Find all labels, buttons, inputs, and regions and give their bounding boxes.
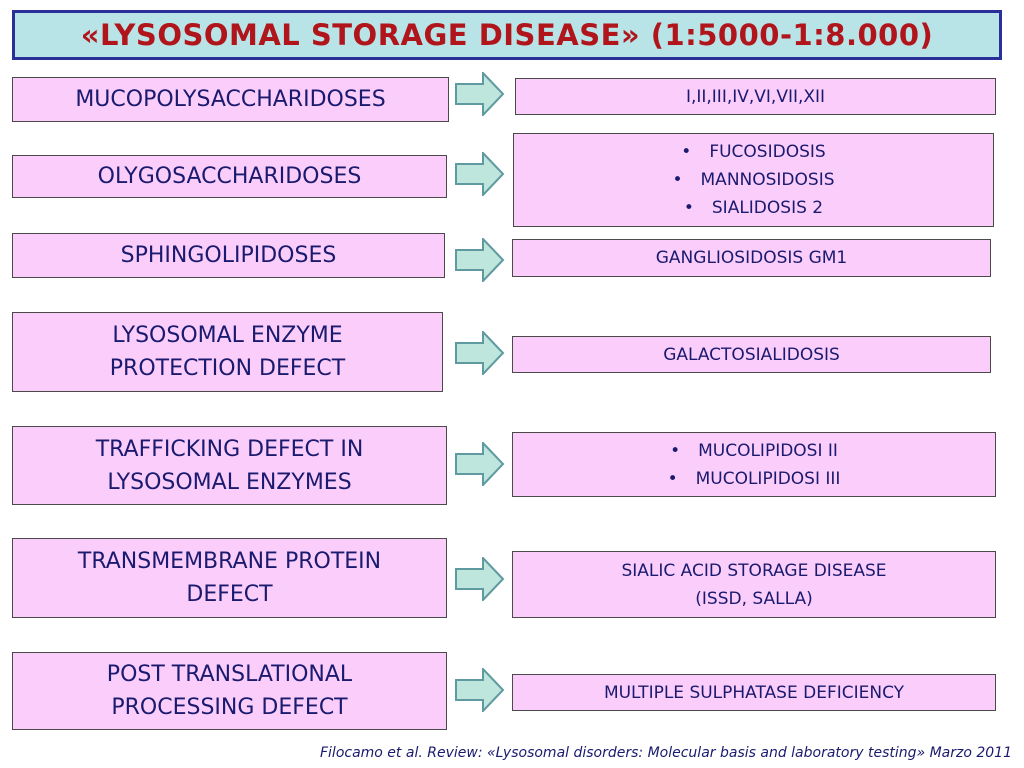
- disease-list-item: MANNOSIDOSIS: [672, 166, 835, 194]
- category-label-line: OLYGOSACCHARIDOSES: [97, 164, 362, 189]
- disease-list-item: MUCOLIPIDOSI II: [668, 437, 841, 465]
- disease-box: GALACTOSIALIDOSIS: [512, 336, 991, 373]
- category-box: POST TRANSLATIONAL PROCESSING DEFECT: [12, 652, 447, 730]
- right-arrow-icon: [455, 152, 505, 196]
- disease-list: FUCOSIDOSISMANNOSIDOSISSIALIDOSIS 2: [672, 138, 835, 222]
- disease-list-item: SIALIDOSIS 2: [672, 194, 834, 222]
- disease-box: SIALIC ACID STORAGE DISEASE (ISSD, SALLA): [512, 551, 996, 618]
- disease-label-line: GALACTOSIALIDOSIS: [663, 344, 840, 365]
- disease-label-line: GANGLIOSIDOSIS GM1: [655, 248, 848, 268]
- disease-box: FUCOSIDOSISMANNOSIDOSISSIALIDOSIS 2: [513, 133, 994, 227]
- category-box: MUCOPOLYSACCHARIDOSES: [12, 77, 449, 122]
- disease-label-line: (ISSD, SALLA): [695, 588, 813, 609]
- title-banner: «LYSOSOMAL STORAGE DISEASE» (1:5000-1:8.…: [12, 10, 1002, 60]
- disease-label-line: SIALIC ACID STORAGE DISEASE: [621, 560, 887, 581]
- category-label-line: PROCESSING DEFECT: [111, 695, 348, 720]
- category-label-line: TRANSMEMBRANE PROTEIN: [77, 549, 382, 574]
- disease-label-line: MULTIPLE SULPHATASE DEFICIENCY: [603, 682, 905, 703]
- right-arrow-icon: [455, 331, 505, 375]
- category-label-line: POST TRANSLATIONAL: [106, 662, 353, 687]
- page-title: «LYSOSOMAL STORAGE DISEASE» (1:5000-1:8.…: [80, 18, 934, 52]
- right-arrow-icon: [455, 557, 505, 601]
- category-box: TRANSMEMBRANE PROTEIN DEFECT: [12, 538, 447, 618]
- disease-list-item: MUCOLIPIDOSI III: [668, 465, 841, 493]
- disease-box: MULTIPLE SULPHATASE DEFICIENCY: [512, 674, 996, 711]
- category-label-line: MUCOPOLYSACCHARIDOSES: [75, 87, 386, 112]
- category-box: SPHINGOLIPIDOSES: [12, 233, 445, 278]
- category-box: TRAFFICKING DEFECT IN LYSOSOMAL ENZYMES: [12, 426, 447, 505]
- category-box: LYSOSOMAL ENZYME PROTECTION DEFECT: [12, 312, 443, 392]
- disease-box: GANGLIOSIDOSIS GM1: [512, 239, 991, 277]
- right-arrow-icon: [455, 238, 505, 282]
- category-label-line: SPHINGOLIPIDOSES: [120, 243, 337, 268]
- category-label-line: PROTECTION DEFECT: [109, 356, 346, 381]
- category-box: OLYGOSACCHARIDOSES: [12, 155, 447, 198]
- category-label-line: LYSOSOMAL ENZYMES: [107, 469, 352, 495]
- right-arrow-icon: [455, 668, 505, 712]
- disease-label-line: I,II,III,IV,VI,VII,XII: [685, 86, 826, 107]
- disease-list: MUCOLIPIDOSI IIMUCOLIPIDOSI III: [668, 437, 841, 493]
- right-arrow-icon: [455, 442, 505, 486]
- citation: Filocamo et al. Review: «Lysosomal disor…: [319, 745, 1012, 761]
- disease-list-item: FUCOSIDOSIS: [672, 138, 834, 166]
- disease-box: MUCOLIPIDOSI IIMUCOLIPIDOSI III: [512, 432, 996, 497]
- category-label-line: DEFECT: [186, 582, 273, 607]
- disease-box: I,II,III,IV,VI,VII,XII: [515, 78, 996, 115]
- category-label-line: LYSOSOMAL ENZYME: [112, 323, 343, 348]
- right-arrow-icon: [455, 72, 505, 116]
- category-label-line: TRAFFICKING DEFECT IN: [95, 436, 364, 462]
